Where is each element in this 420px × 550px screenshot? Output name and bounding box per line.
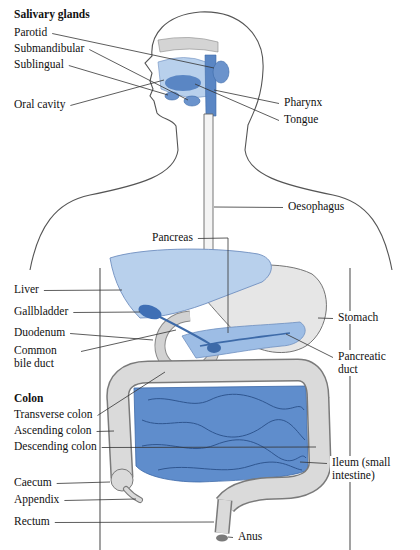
nasal-cavity — [158, 37, 218, 52]
part-label: Descending colon — [12, 440, 99, 453]
leader-line — [81, 330, 176, 352]
leader-line — [69, 66, 168, 96]
part-label: Ileum (small intestine) — [330, 456, 414, 482]
colon-tube — [118, 370, 320, 505]
intestine-coil — [158, 462, 302, 470]
leader-line — [44, 290, 122, 292]
part-label: Duodenum — [12, 326, 67, 339]
group-heading: Colon — [12, 392, 45, 405]
leader-line — [228, 537, 233, 539]
part-label: Anus — [236, 530, 264, 543]
small-intestine-mass — [134, 386, 308, 482]
leader-line — [70, 334, 153, 341]
part-label: Stomach — [336, 311, 380, 324]
caecum-shape — [111, 469, 133, 491]
shoulder-outline — [245, 150, 392, 270]
rectum-tube — [222, 500, 225, 533]
part-label: Oesophagus — [286, 200, 346, 213]
intestine-coil — [142, 420, 305, 440]
pharynx-shape — [205, 55, 216, 116]
pancreas-shape — [182, 322, 305, 358]
oral-cavity-shape — [158, 58, 209, 98]
appendix-shape — [126, 489, 140, 500]
colon-tube — [118, 370, 320, 505]
leader-line — [286, 334, 333, 358]
part-label: Tongue — [282, 113, 320, 126]
liver-shape — [110, 249, 271, 318]
part-label: Rectum — [12, 515, 52, 528]
part-label: Gallbladder — [12, 305, 70, 318]
leader-line — [102, 447, 316, 449]
intestine-coil — [142, 440, 306, 461]
tongue-shape — [165, 75, 201, 91]
part-label: Parotid — [12, 26, 49, 39]
leader-line — [89, 50, 188, 101]
appendix-shape — [126, 489, 140, 500]
gallbladder-shape — [137, 302, 164, 322]
sublingual-gland — [165, 92, 179, 100]
parotid-gland — [213, 61, 229, 83]
part-label: Pharynx — [282, 96, 324, 109]
intestine-coil — [148, 394, 304, 410]
leader-line — [64, 499, 136, 501]
part-label: Oral cavity — [12, 98, 67, 111]
leader-line — [57, 482, 110, 484]
group-heading: Salivary glands — [12, 8, 92, 21]
rectum-tube — [222, 500, 225, 533]
leader-line — [300, 462, 327, 464]
part-label: Pancreas — [150, 231, 195, 244]
leader-line — [73, 312, 140, 314]
bile-duct-line — [152, 313, 210, 344]
torso-outline — [99, 268, 100, 550]
part-label: Submandibular — [12, 42, 86, 55]
anus-shape — [216, 535, 228, 542]
leader-line — [98, 372, 166, 416]
leader-line — [214, 207, 283, 209]
leader-line — [198, 238, 228, 333]
part-label: Common bile duct — [12, 344, 78, 370]
part-label: Ascending colon — [12, 424, 94, 437]
part-label: Transverse colon — [12, 408, 94, 421]
submandibular-gland — [184, 96, 200, 106]
leader-line — [318, 318, 333, 320]
leader-line — [97, 431, 114, 433]
part-label: Caecum — [12, 476, 54, 489]
part-label: Appendix — [12, 493, 61, 506]
part-label: Liver — [12, 283, 41, 296]
part-label: Sublingual — [12, 58, 66, 71]
leader-line — [195, 84, 279, 121]
part-label: Pancreatic duct — [336, 350, 410, 376]
leader-line — [70, 80, 164, 106]
leader-line — [55, 522, 214, 524]
